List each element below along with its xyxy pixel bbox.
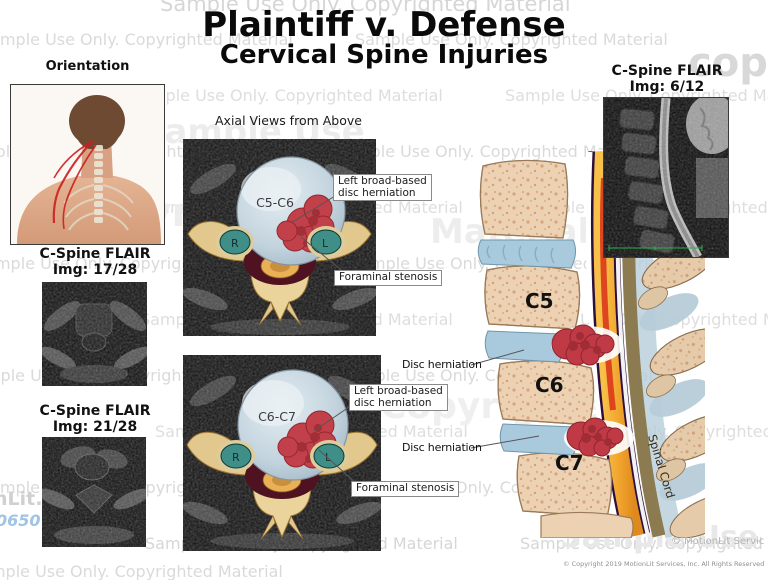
sagittal-spine-image: C5 C6 C7 Spinal Cord xyxy=(477,151,705,538)
right-marker: R xyxy=(231,237,239,250)
callout-stenosis-c5c6: Foraminal stenosis xyxy=(334,270,443,286)
page-subtitle: Cervical Spine Injuries xyxy=(219,40,549,70)
axial-section-heading: Axial Views from Above xyxy=(215,113,362,128)
c6-label: C6 xyxy=(535,373,564,397)
page-title: Plaintiff v. Defense xyxy=(202,5,566,45)
mri21-imgnum: Img: 21/28 xyxy=(52,418,138,435)
mri6-heading: C-Spine FLAIR Img: 6/12 xyxy=(592,63,742,95)
mri21-heading: C-Spine FLAIR Img: 21/28 xyxy=(20,403,170,435)
sagittal-spine-illustration: C5 C6 C7 Spinal Cord xyxy=(455,148,705,538)
mri-axial-21 xyxy=(42,437,146,547)
mri-axial-17 xyxy=(42,282,147,386)
watermark-text: Sample Use Only. Copyrighted Material xyxy=(130,86,443,105)
phone-number-watermark: 0650 xyxy=(0,511,41,530)
copyright-line: © Copyright 2019 MotionLit Services, Inc… xyxy=(563,560,765,568)
mri17-imgnum: Img: 17/28 xyxy=(52,261,138,278)
mri17-heading: C-Spine FLAIR Img: 17/28 xyxy=(20,246,170,278)
measurement-line xyxy=(608,245,703,251)
mri-sagittal-6-image xyxy=(604,98,728,257)
c7-label: C7 xyxy=(555,451,584,475)
mri21-title: C-Spine FLAIR xyxy=(39,403,151,419)
callout-herniation-c6c7: Left broad-based disc herniation xyxy=(349,384,448,412)
disc-level-label: C6-C7 xyxy=(258,409,296,424)
disc-level-label: C5-C6 xyxy=(256,195,294,210)
left-marker: L xyxy=(322,237,329,250)
disc-herniation-label-lower: Disc herniation xyxy=(402,441,482,454)
callout-stenosis-c6c7: Foraminal stenosis xyxy=(351,481,460,497)
c5-label: C5 xyxy=(525,289,554,313)
axial-view-c5c6: C5-C6 R L xyxy=(183,139,376,336)
left-marker: L xyxy=(325,451,332,464)
orientation-heading: Orientation xyxy=(45,59,130,74)
disc-herniation-label-upper: Disc herniation xyxy=(402,358,482,371)
motionlit-watermark: © MotionLit Servic xyxy=(671,536,765,547)
orientation-illustration xyxy=(10,84,165,245)
mri17-title: C-Spine FLAIR xyxy=(39,246,151,262)
mri6-title: C-Spine FLAIR xyxy=(611,63,723,79)
mri-axial-21-image xyxy=(42,437,146,547)
mri6-imgnum: Img: 6/12 xyxy=(629,78,705,95)
back-view-figure xyxy=(17,95,161,244)
right-marker: R xyxy=(232,451,240,464)
mri-sagittal-6 xyxy=(603,97,729,258)
callout-herniation-c5c6: Left broad-based disc herniation xyxy=(333,174,432,202)
axial-view-c6c7: C6-C7 R L xyxy=(183,355,381,551)
axial-c6c7-image: C6-C7 R L xyxy=(183,355,381,551)
axial-c5c6-image: C5-C6 R L xyxy=(183,139,376,336)
mri-axial-17-image xyxy=(42,282,147,386)
watermark-text: Sample Use Only. Copyrighted Material xyxy=(0,562,283,580)
